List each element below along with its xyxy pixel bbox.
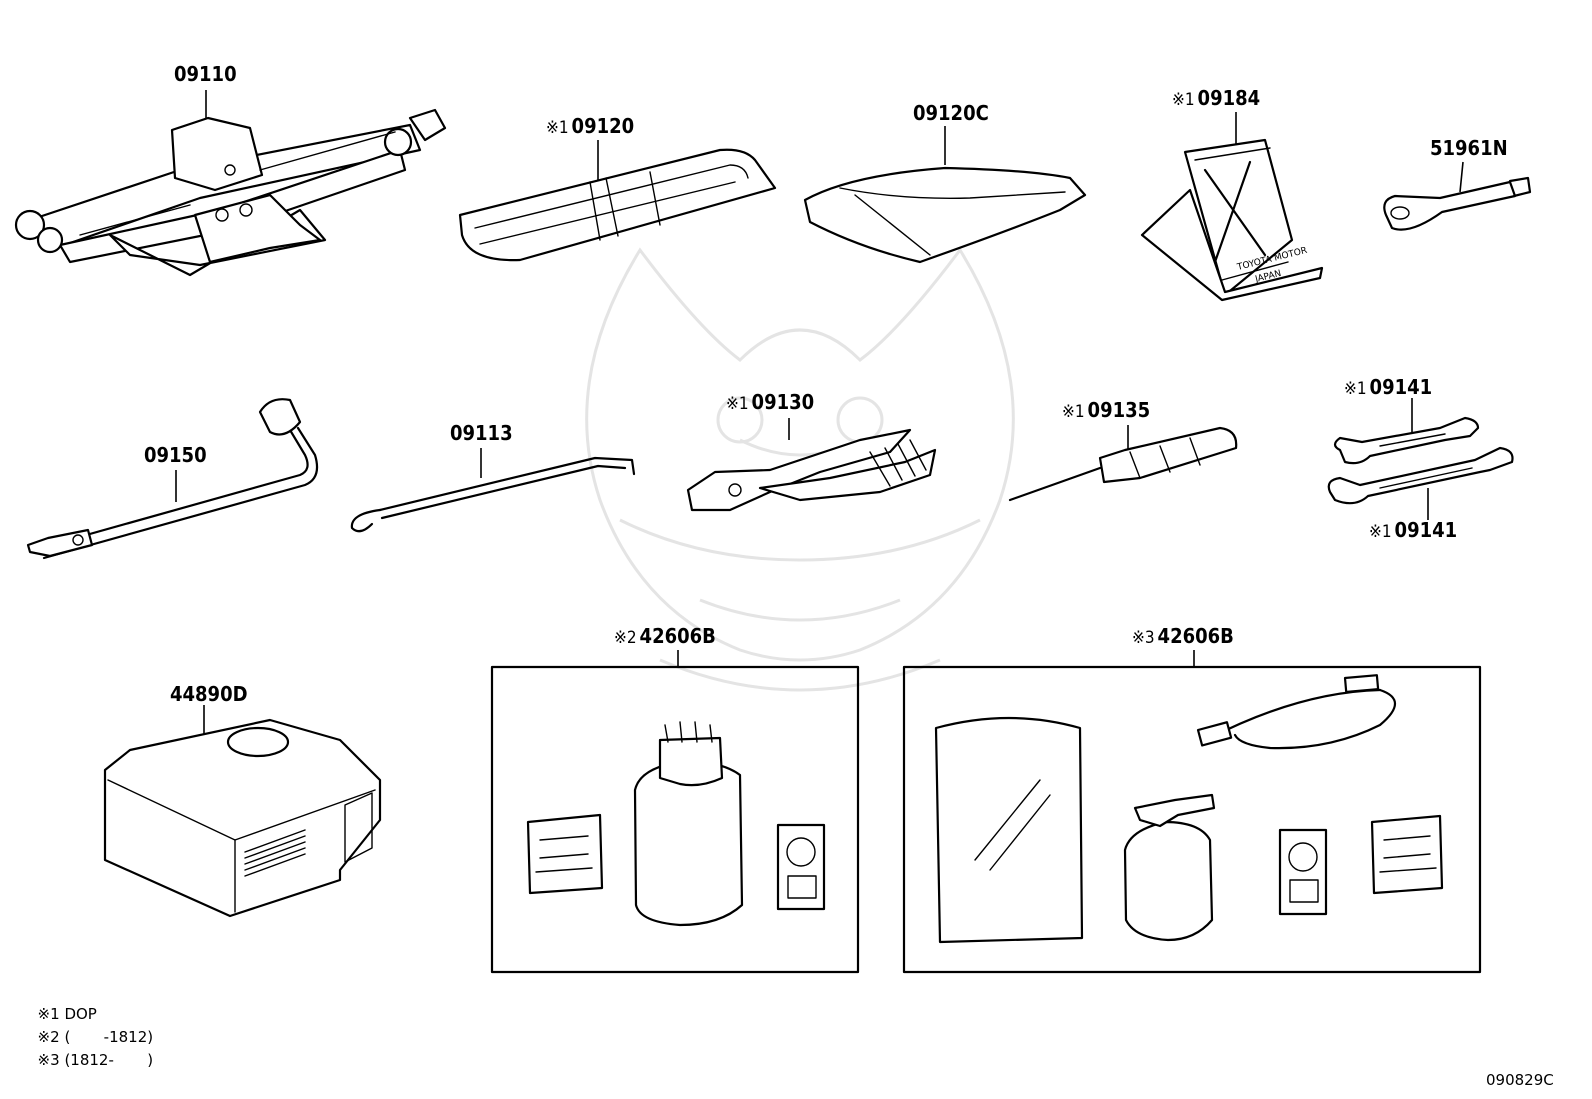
part-number: 09150 — [144, 443, 207, 467]
part-label-jack: 09110 — [174, 62, 237, 86]
note-mark: ※2 — [614, 628, 637, 648]
footnote-1: ※1 DOP — [28, 987, 97, 1023]
part-number: 09184 — [1197, 86, 1261, 110]
footnote-mark: ※3 — [37, 1051, 60, 1069]
part-number: 09141 — [1394, 518, 1458, 542]
wrench-lower-illustration — [1327, 446, 1514, 505]
part-label-bag-cover: 09120C — [913, 101, 989, 125]
footnote-mark: ※2 — [37, 1028, 60, 1046]
footnote-text: ( -1812) — [64, 1028, 154, 1046]
note-mark: ※1 — [1062, 402, 1085, 422]
note-mark: ※1 — [726, 394, 749, 414]
wrench-upper-illustration — [1333, 416, 1480, 465]
footnote-text: DOP — [64, 1005, 97, 1023]
note-mark: ※1 — [1369, 522, 1392, 542]
repair-kit-early-contents — [526, 721, 826, 927]
part-label-jack-handle: 09113 — [450, 421, 513, 445]
part-number: 09135 — [1087, 398, 1151, 422]
note-mark: ※1 — [546, 118, 569, 138]
warning-triangle-illustration — [1140, 138, 1324, 302]
part-number: 09110 — [174, 62, 237, 86]
part-number: 09120C — [913, 101, 989, 125]
part-number: 09130 — [751, 390, 815, 414]
part-number: 09120 — [571, 114, 635, 138]
diagram-code: 090829C — [1486, 1071, 1554, 1089]
towing-eye-illustration — [1383, 176, 1532, 231]
part-number: 09113 — [450, 421, 513, 445]
repair-kit-late-contents — [934, 674, 1444, 944]
footnote-mark: ※1 — [37, 1005, 60, 1023]
note-mark: ※1 — [1172, 90, 1195, 110]
part-number: 42606B — [1157, 624, 1234, 648]
footnote-text: (1812- ) — [64, 1051, 154, 1069]
bag-cover-illustration — [803, 166, 1087, 264]
part-number: 51961N — [1430, 136, 1508, 160]
part-number: 44890D — [170, 682, 248, 706]
tool-bag-illustration — [458, 148, 777, 262]
part-label-lug-wrench: 09150 — [144, 443, 207, 467]
footnote-2: ※2 ( -1812) — [28, 1010, 154, 1046]
repair-kit-early-frame — [490, 665, 860, 974]
screwdriver-illustration — [1008, 426, 1238, 502]
compressor-illustration — [103, 718, 382, 918]
watermark-emblem — [585, 247, 1015, 692]
note-mark: ※3 — [1132, 628, 1155, 648]
jack-handle-illustration — [350, 456, 636, 533]
part-number: 09141 — [1369, 375, 1433, 399]
repair-kit-late-frame — [902, 665, 1482, 974]
part-label-compressor: 44890D — [170, 682, 248, 706]
pliers-illustration — [686, 428, 937, 512]
part-label-towing-eye: 51961N — [1430, 136, 1508, 160]
note-mark: ※1 — [1344, 379, 1367, 399]
jack-illustration — [14, 108, 447, 277]
part-number: 42606B — [639, 624, 716, 648]
footnote-3: ※3 (1812- ) — [28, 1033, 154, 1069]
lug-wrench-illustration — [26, 398, 319, 560]
